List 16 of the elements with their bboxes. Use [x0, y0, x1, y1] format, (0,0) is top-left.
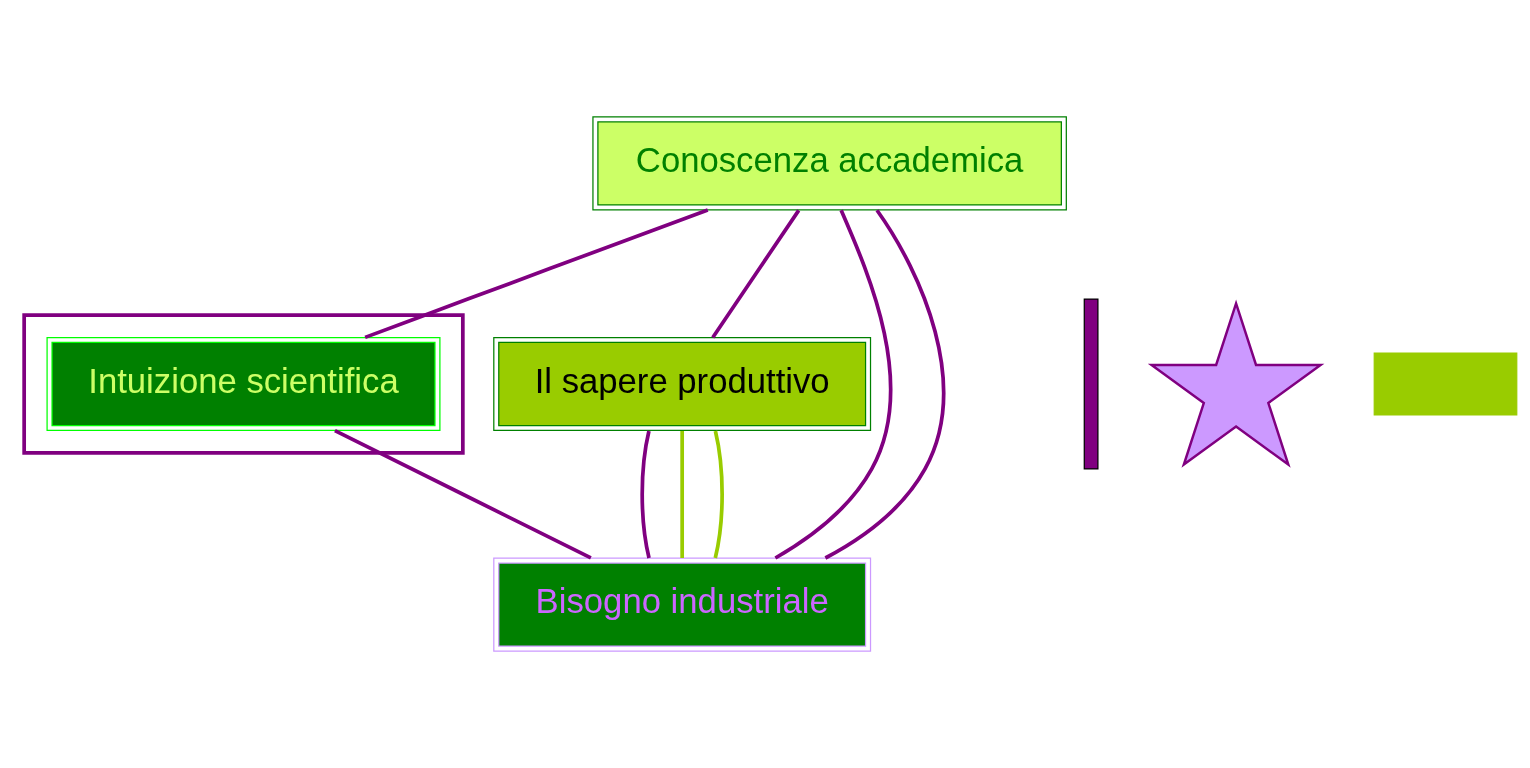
- node-bar: [1083, 298, 1099, 470]
- connector: [333, 429, 592, 560]
- node-box: Conoscenza accademica: [591, 116, 1067, 211]
- connector: [710, 209, 800, 339]
- connector: [713, 430, 724, 559]
- connector: [639, 430, 651, 559]
- node-box: [1373, 352, 1517, 416]
- connector: [679, 430, 684, 559]
- node-arrow: [1147, 299, 1324, 468]
- connector: [363, 208, 708, 340]
- connector: [824, 209, 945, 560]
- node-box: Intuizione scientifica: [45, 336, 441, 432]
- node-box: Bisogno industriale: [492, 557, 871, 652]
- node-box: Il sapere produttivo: [492, 336, 871, 432]
- cluster: [21, 313, 465, 455]
- connector: [773, 209, 892, 560]
